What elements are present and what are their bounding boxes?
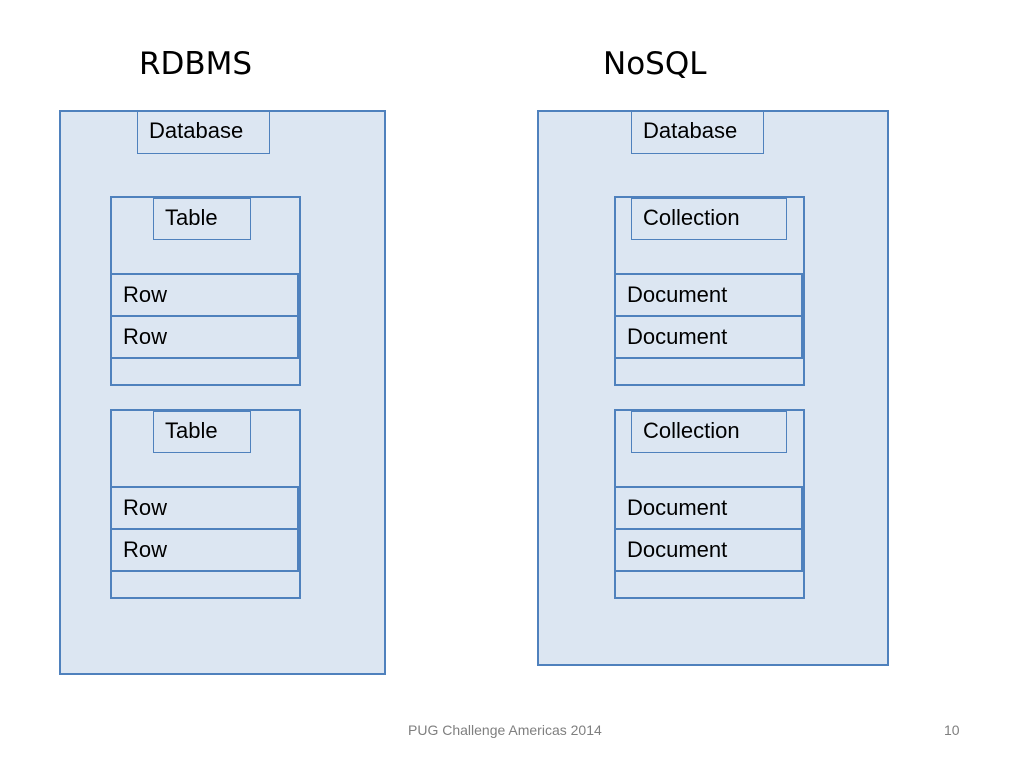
nosql-collection-2: Collection Document Document (614, 409, 805, 599)
rdbms-title: RDBMS (139, 46, 253, 82)
nosql-collection-1: Collection Document Document (614, 196, 805, 386)
table-row: Row (110, 486, 299, 530)
rdbms-database-label: Database (137, 111, 270, 154)
footer-text: PUG Challenge Americas 2014 (408, 722, 602, 738)
table-label: Table (153, 411, 251, 453)
collection-label: Collection (631, 411, 787, 453)
collection-label: Collection (631, 198, 787, 240)
rdbms-database-box: Database Table Row Row Table Row Row (59, 110, 386, 675)
document-row: Document (614, 486, 803, 530)
document-row: Document (614, 273, 803, 317)
nosql-title: NoSQL (603, 46, 707, 82)
rdbms-table-1: Table Row Row (110, 196, 301, 386)
page-number: 10 (944, 722, 960, 738)
rdbms-table-2: Table Row Row (110, 409, 301, 599)
nosql-database-box: Database Collection Document Document Co… (537, 110, 889, 666)
table-label: Table (153, 198, 251, 240)
document-row: Document (614, 528, 803, 572)
document-row: Document (614, 315, 803, 359)
table-row: Row (110, 528, 299, 572)
nosql-database-label: Database (631, 111, 764, 154)
table-row: Row (110, 315, 299, 359)
table-row: Row (110, 273, 299, 317)
